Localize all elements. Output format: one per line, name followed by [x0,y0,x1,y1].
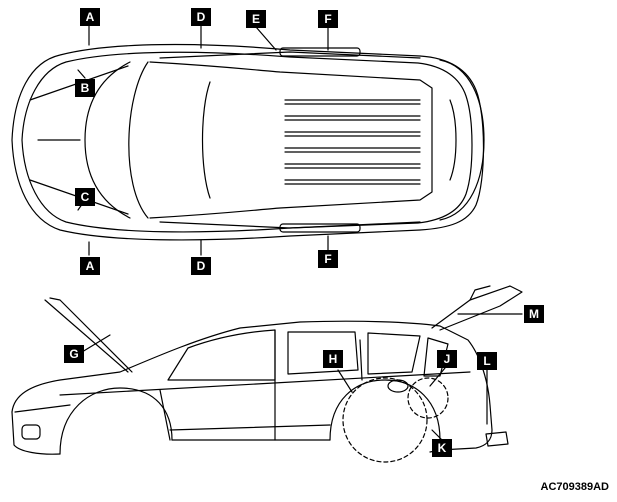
callout-j: J [437,350,457,368]
diagram-code: AC709389AD [540,481,609,493]
callout-c: C [75,188,95,206]
callout-f-top: F [318,10,338,28]
top-view-vehicle [11,43,485,241]
callout-a-bottom: A [80,257,100,275]
callout-l: L [477,352,497,370]
callout-h: H [323,350,343,368]
callout-e: E [246,10,266,28]
leader-lines [77,24,523,441]
callout-f-bottom: F [318,250,338,268]
callout-k: K [432,439,452,457]
callout-d-bottom: D [191,257,211,275]
side-view-vehicle [11,285,523,463]
callout-g: G [64,345,84,363]
callout-a-top: A [80,8,100,26]
callout-d-top: D [191,8,211,26]
callout-b: B [75,79,95,97]
callout-m: M [524,305,544,323]
